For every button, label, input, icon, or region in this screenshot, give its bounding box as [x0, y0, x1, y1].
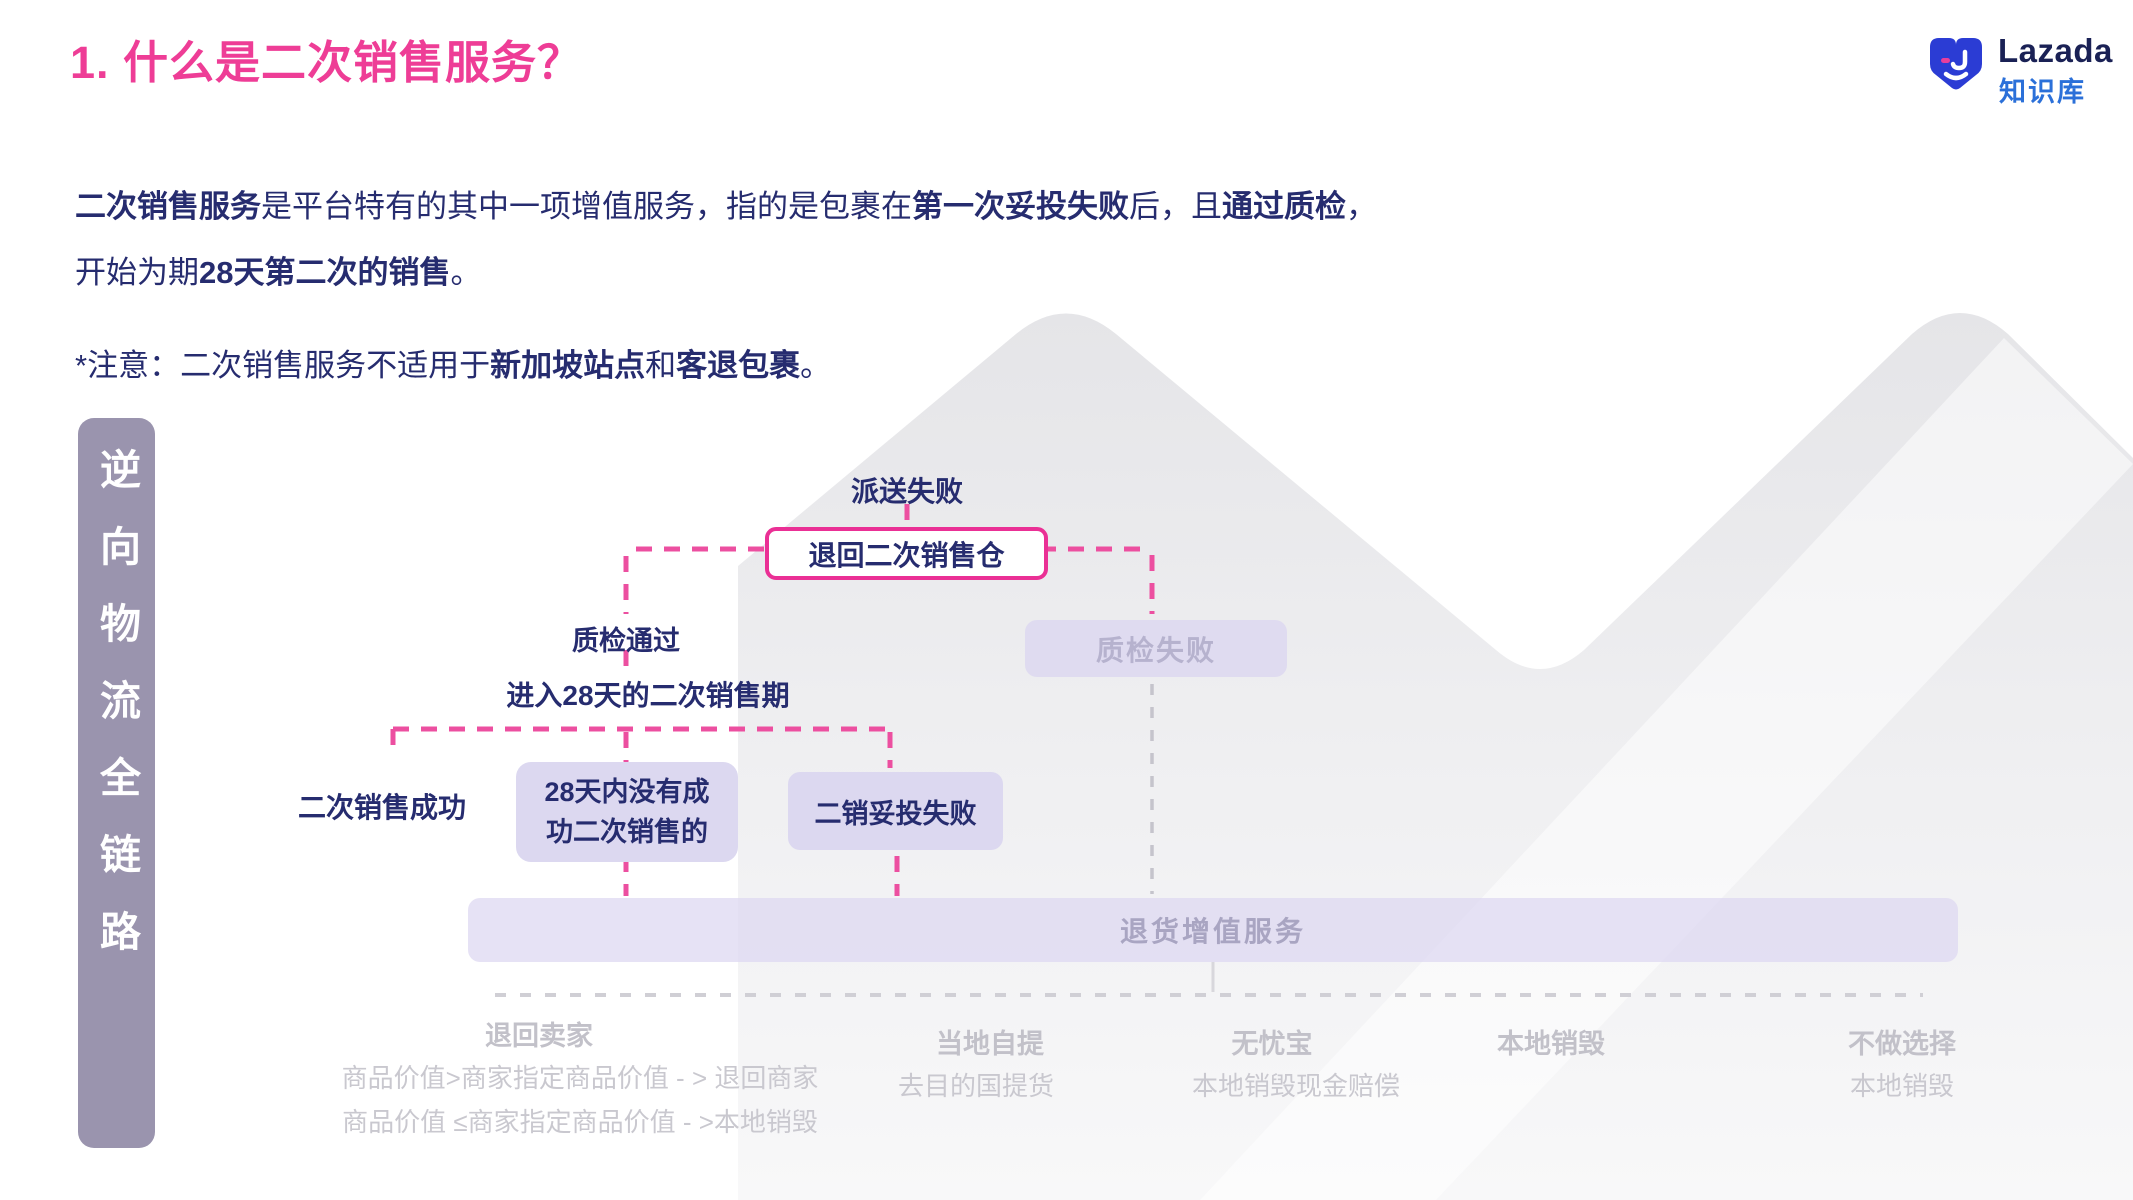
option-title-return-to-seller: 退回卖家 [485, 1021, 593, 1051]
option-detail-line: 本地销毁 [1849, 1071, 1955, 1101]
option-detail-line: 商品价值>商家指定商品价值 - > 退回商家 [341, 1063, 819, 1093]
box-qc-fail: 质检失败 [1025, 620, 1287, 677]
lazada-heart-icon [1930, 38, 1982, 90]
lazada-logo: Lazada 知识库 [1920, 26, 2130, 107]
box-qc-fail-label: 质检失败 [1095, 634, 1216, 666]
intro-paragraph: 二次销售服务是平台特有的其中一项增值服务，指的是包裹在第一次妥投失败后，且通过质… [75, 174, 1635, 306]
note-seg: 客退包裹 [676, 348, 801, 383]
intro-seg: 开始为期 [75, 255, 199, 290]
option-detail-line: 本地销毁现金赔偿 [1191, 1071, 1401, 1101]
intro-seg: 28天第二次的销售 [199, 255, 451, 290]
note-seg: 。 [800, 348, 832, 383]
option-detail-line: 去目的国提货 [897, 1071, 1055, 1101]
intro-seg: 是平台特有的其中一项增值服务，指的是包裹在 [261, 189, 912, 224]
intro-seg: 后，且 [1129, 189, 1222, 224]
light-band-shape [1200, 338, 2133, 1200]
option-title-local-destroy: 本地销毁 [1497, 1029, 1605, 1059]
label-qc-pass: 质检通过 [572, 626, 680, 656]
intro-seg: 通过质检 [1222, 189, 1346, 224]
intro-line-1: 二次销售服务是平台特有的其中一项增值服务，指的是包裹在第一次妥投失败后，且通过质… [75, 174, 1635, 240]
box-not-sold-in-28days: 28天内没有成 功二次销售的 [516, 762, 738, 862]
intro-line-2: 开始为期28天第二次的销售。 [75, 240, 1635, 306]
label-delivery-failed: 派送失败 [850, 476, 964, 507]
intro-seg: 第一次妥投失败 [912, 189, 1129, 224]
option-detail-line: 商品价值 ≤商家指定商品价值 - >本地销毁 [342, 1107, 818, 1137]
note-text: *注意：二次销售服务不适用于新加坡站点和客退包裹。 [75, 340, 1275, 385]
note-seg: *注意：二次销售服务不适用于 [75, 348, 491, 383]
page-title: 1. 什么是二次销售服务？ [70, 37, 584, 88]
box-resale-delivery-failed-label: 二销妥投失败 [814, 798, 977, 829]
logo-subtitle-text: 知识库 [1999, 77, 2086, 107]
label-resale-success: 二次销售成功 [297, 792, 467, 823]
box-return-label: 退回二次销售仓 [808, 539, 1005, 571]
reverse-logistics-banner-label: 逆向物流全链路 [93, 448, 140, 987]
label-enter-28day-resale: 进入28天的二次销售期 [506, 680, 790, 711]
logo-brand-text: Lazada [1998, 32, 2113, 69]
return-vas-bar: 退货增值服务 [468, 898, 1958, 962]
option-title-no-choice: 不做选择 [1848, 1029, 1956, 1059]
intro-seg: ， [1346, 189, 1377, 224]
mountain-shape [738, 313, 2133, 1200]
box-resale-delivery-failed: 二销妥投失败 [788, 772, 1003, 850]
return-vas-bar-label: 退货增值服务 [1119, 916, 1306, 947]
box-return-to-resale-warehouse: 退回二次销售仓 [765, 527, 1048, 580]
intro-seg: 二次销售服务 [75, 189, 261, 224]
note-seg: 和 [645, 348, 677, 383]
intro-seg: 。 [450, 255, 482, 290]
note-seg: 新加坡站点 [490, 348, 646, 383]
box-not-sold-line1: 28天内没有成 [544, 777, 710, 807]
option-title-local-pickup: 当地自提 [936, 1029, 1044, 1059]
reverse-logistics-banner: 逆向物流全链路 [78, 418, 155, 1148]
option-title-worry-free: 无忧宝 [1231, 1029, 1313, 1059]
box-not-sold-line2: 功二次销售的 [546, 817, 708, 847]
